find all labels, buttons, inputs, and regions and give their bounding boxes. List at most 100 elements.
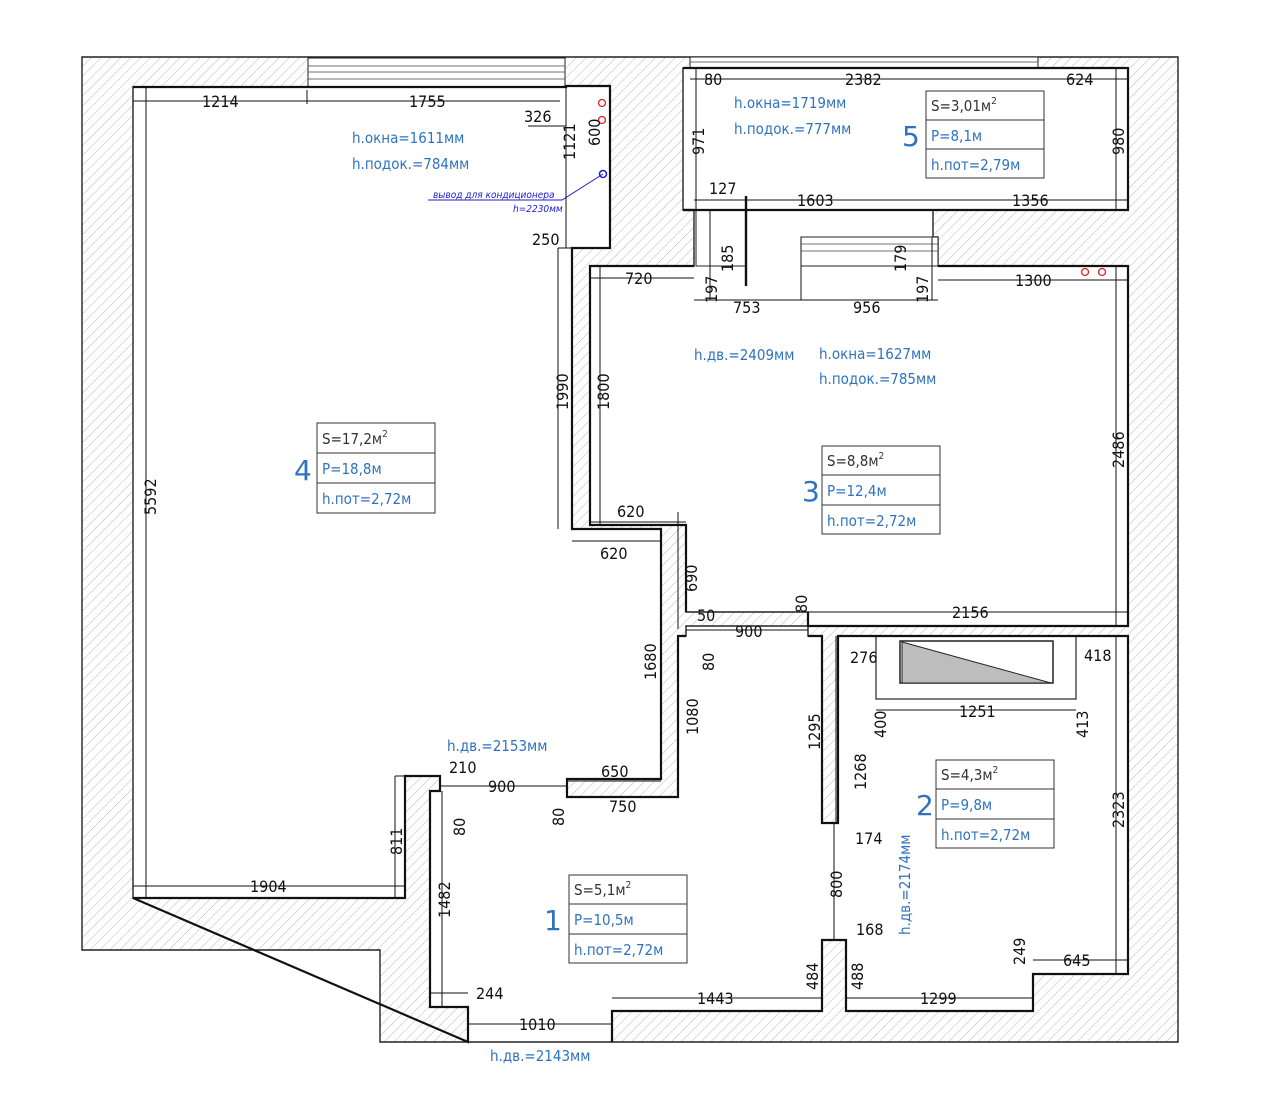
room4-sill-height: h.подок.=784мм bbox=[352, 155, 469, 173]
room3-door-height: h.дв.=2409мм bbox=[694, 346, 794, 364]
room5-info: 5 S=3,01м2 P=8,1м h.пот=2,79м bbox=[902, 90, 1045, 179]
dim-2323: 2323 bbox=[1109, 791, 1128, 828]
height-notes: h.окна=1611мм h.подок.=784мм h.окна=1719… bbox=[352, 94, 936, 1065]
room5-perimeter: P=8,1м bbox=[931, 127, 982, 145]
dim-400: 400 bbox=[871, 711, 890, 738]
bathtub bbox=[875, 635, 1077, 700]
dim-197b: 197 bbox=[913, 276, 932, 303]
room3-sill-height: h.подок.=785мм bbox=[819, 370, 936, 388]
room3-info: 3 S=8,8м2 P=12,4м h.пот=2,72м bbox=[802, 445, 941, 535]
dim-645: 645 bbox=[1063, 951, 1090, 970]
room5-sill-height: h.подок.=777мм bbox=[734, 120, 851, 138]
dim-1251: 1251 bbox=[959, 702, 996, 721]
dim-1121: 1121 bbox=[560, 123, 579, 160]
dim-197a: 197 bbox=[702, 276, 721, 303]
room2-number: 2 bbox=[916, 789, 934, 822]
dim-210: 210 bbox=[449, 758, 476, 777]
dim-174: 174 bbox=[855, 829, 882, 848]
dim-690: 690 bbox=[682, 565, 701, 592]
room5-area: S=3,01м2 bbox=[931, 96, 997, 115]
room3-perimeter: P=12,4м bbox=[827, 482, 887, 500]
dim-250: 250 bbox=[532, 230, 559, 249]
dim-900a: 900 bbox=[735, 622, 762, 641]
room5-window-height: h.окна=1719мм bbox=[734, 94, 846, 112]
room4-info: 4 S=17,2м2 P=18,8м h.пот=2,72м bbox=[294, 422, 436, 514]
room2-area: S=4,3м2 bbox=[941, 765, 998, 784]
window-room3 bbox=[800, 236, 939, 267]
dim-750: 750 bbox=[609, 797, 636, 816]
dim-1299: 1299 bbox=[920, 989, 957, 1008]
dim-900b: 900 bbox=[488, 777, 515, 796]
dim-1080: 1080 bbox=[683, 698, 702, 735]
room2-info: 2 S=4,3м2 P=9,8м h.пот=2,72м bbox=[916, 759, 1055, 849]
room4-height: h.пот=2,72м bbox=[322, 490, 411, 508]
dim-244: 244 bbox=[476, 984, 503, 1003]
room4-number: 4 bbox=[294, 454, 312, 487]
dim-1356: 1356 bbox=[1012, 191, 1049, 210]
room5-height: h.пот=2,79м bbox=[931, 156, 1020, 174]
dim-5592: 5592 bbox=[141, 478, 160, 515]
dimension-lines bbox=[133, 68, 1128, 1025]
dim-185: 185 bbox=[718, 245, 737, 272]
dim-1010: 1010 bbox=[519, 1015, 556, 1034]
dim-980: 980 bbox=[1109, 128, 1128, 155]
dim-624: 624 bbox=[1066, 70, 1093, 89]
room1-height: h.пот=2,72м bbox=[574, 941, 663, 959]
ac-outlet-label: вывод для кондиционера bbox=[433, 190, 555, 201]
dim-600: 600 bbox=[585, 119, 604, 146]
dim-418: 418 bbox=[1084, 646, 1111, 665]
dim-1603: 1603 bbox=[797, 191, 834, 210]
dim-249: 249 bbox=[1010, 938, 1029, 965]
room5-number: 5 bbox=[902, 120, 920, 153]
dim-1214: 1214 bbox=[202, 92, 239, 111]
dim-326: 326 bbox=[524, 107, 551, 126]
room4-window-height: h.окна=1611мм bbox=[352, 129, 464, 147]
dim-168: 168 bbox=[856, 920, 883, 939]
ac-outlet-height: h=2230мм bbox=[513, 204, 563, 215]
dim-1300: 1300 bbox=[1015, 271, 1052, 290]
dim-127: 127 bbox=[709, 179, 736, 198]
room3-height: h.пот=2,72м bbox=[827, 512, 916, 530]
room1-perimeter: P=10,5м bbox=[574, 911, 634, 929]
dim-484: 484 bbox=[803, 963, 822, 990]
dim-971: 971 bbox=[689, 128, 708, 155]
dim-1990: 1990 bbox=[553, 373, 572, 410]
dim-1482: 1482 bbox=[435, 881, 454, 918]
dim-956: 956 bbox=[853, 298, 880, 317]
room1-area: S=5,1м2 bbox=[574, 880, 631, 899]
dim-753: 753 bbox=[733, 298, 760, 317]
dim-1755: 1755 bbox=[409, 92, 446, 111]
dim-2486: 2486 bbox=[1109, 431, 1128, 468]
room2-height: h.пот=2,72м bbox=[941, 826, 1030, 844]
dim-80a: 80 bbox=[704, 70, 722, 89]
dim-800: 800 bbox=[827, 871, 846, 898]
room3-number: 3 bbox=[802, 475, 820, 508]
dim-80e: 80 bbox=[450, 818, 469, 836]
dim-650: 650 bbox=[601, 762, 628, 781]
window-room4 bbox=[307, 57, 566, 88]
dim-80d: 80 bbox=[549, 808, 568, 826]
dim-620a: 620 bbox=[617, 502, 644, 521]
room1-info: 1 S=5,1м2 P=10,5м h.пот=2,72м bbox=[544, 874, 688, 964]
room4-door-height: h.дв.=2153мм bbox=[447, 737, 547, 755]
dim-80b: 80 bbox=[699, 653, 718, 671]
dim-720: 720 bbox=[625, 269, 652, 288]
dim-1904: 1904 bbox=[250, 877, 287, 896]
dim-620b: 620 bbox=[600, 544, 627, 563]
dim-1268: 1268 bbox=[851, 753, 870, 790]
dim-488: 488 bbox=[848, 963, 867, 990]
dim-80c: 80 bbox=[792, 595, 811, 613]
pipe-markers bbox=[597, 98, 1107, 277]
ac-outlet-marker: вывод для кондиционера h=2230мм bbox=[428, 169, 608, 215]
dim-413: 413 bbox=[1073, 711, 1092, 738]
dimension-labels: 1214 1755 326 1121 600 250 5592 1990 180… bbox=[141, 70, 1128, 1034]
dim-2382: 2382 bbox=[845, 70, 882, 89]
room4-area: S=17,2м2 bbox=[322, 429, 388, 448]
room4-perimeter: P=18,8м bbox=[322, 460, 382, 478]
room3-area: S=8,8м2 bbox=[827, 451, 884, 470]
dim-1295: 1295 bbox=[805, 713, 824, 750]
entry-door-height: h.дв.=2143мм bbox=[490, 1047, 590, 1065]
room3-window-height: h.окна=1627мм bbox=[819, 345, 931, 363]
dim-2156: 2156 bbox=[952, 603, 989, 622]
